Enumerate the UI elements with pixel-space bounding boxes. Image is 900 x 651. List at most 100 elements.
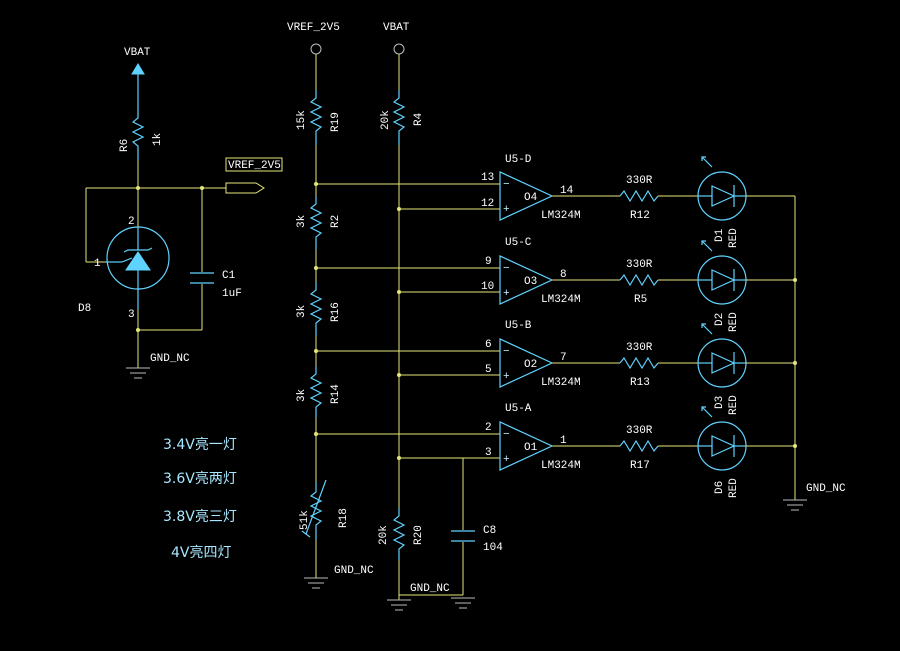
vref-port xyxy=(225,157,283,194)
note-one-light: 3.4V亮一灯 xyxy=(163,436,237,453)
u5a-name: U5-A xyxy=(505,403,532,415)
r13-name: R13 xyxy=(630,377,650,389)
vbat-top-label: VBAT xyxy=(383,22,410,34)
ground-symbol-left xyxy=(126,367,150,379)
c1-value: 1uF xyxy=(222,288,242,300)
capacitor-c1 xyxy=(190,272,214,284)
r6-name: R6 xyxy=(119,139,131,152)
d6-color: RED xyxy=(728,478,740,498)
d6-name: D6 xyxy=(714,481,726,494)
r18-name: R18 xyxy=(338,508,350,528)
r17-value: 330R xyxy=(626,425,653,437)
u5b-pin-pos: 5 xyxy=(485,364,492,376)
resistor-r4 xyxy=(392,90,406,145)
d1-color: RED xyxy=(728,228,740,248)
u5d-minus-sign: − xyxy=(503,179,510,191)
r20-name: R20 xyxy=(413,525,425,545)
u5a-pin-pos: 3 xyxy=(485,447,492,459)
trimmer-r18 xyxy=(301,479,327,540)
opamp-stage-u5a xyxy=(314,406,795,471)
note-three-lights: 3.8V亮三灯 xyxy=(163,508,237,525)
resistor-r16 xyxy=(309,282,323,336)
reference-ic-d8 xyxy=(106,226,170,310)
r5-value: 330R xyxy=(626,259,653,271)
gnd-label-r18: GND_NC xyxy=(334,565,374,577)
u5c-minus-sign: − xyxy=(503,263,510,275)
u5c-part: LM324M xyxy=(541,294,581,306)
note-four-lights: 4V亮四灯 xyxy=(171,544,231,561)
r2-value: 3k xyxy=(296,214,308,228)
ground-symbol-r20 xyxy=(387,599,411,611)
opamp-stage-u5c xyxy=(314,240,795,305)
note-two-lights: 3.6V亮两灯 xyxy=(163,470,237,487)
resistor-r14 xyxy=(309,366,323,418)
u5d-pin-neg: 13 xyxy=(481,172,494,184)
u5d-plus-sign: + xyxy=(503,204,510,216)
u5a-minus-sign: − xyxy=(503,429,510,441)
r13-value: 330R xyxy=(626,342,653,354)
ground-symbol-c8 xyxy=(451,597,475,609)
vbat-terminal xyxy=(393,43,405,55)
u5c-pin-out: 8 xyxy=(560,269,567,281)
u5d-pin-out: 14 xyxy=(560,185,574,197)
d1-name: D1 xyxy=(714,228,726,242)
gnd-label-left: GND_NC xyxy=(150,353,190,365)
d8-pin3: 3 xyxy=(128,309,135,321)
u5b-minus-sign: − xyxy=(503,346,510,358)
u5b-plus-sign: + xyxy=(503,371,510,383)
d3-color: RED xyxy=(728,395,740,415)
capacitor-c8 xyxy=(451,530,475,542)
r4-name: R4 xyxy=(413,112,425,126)
d2-color: RED xyxy=(728,312,740,332)
u5d-name: U5-D xyxy=(505,154,532,166)
u5b-pin-neg: 6 xyxy=(485,339,492,351)
ground-symbol-r18 xyxy=(304,577,328,589)
c8-name: C8 xyxy=(483,525,496,537)
c8-value: 104 xyxy=(483,542,503,554)
r19-value: 15k xyxy=(296,110,308,130)
r17-name: R17 xyxy=(630,460,650,472)
resistor-r19 xyxy=(309,90,323,145)
r20-value: 20k xyxy=(378,525,390,545)
d3-name: D3 xyxy=(714,396,726,409)
r12-value: 330R xyxy=(626,175,653,187)
r6-value: 1k xyxy=(152,132,164,146)
c1-name: C1 xyxy=(222,270,236,282)
u5b-name: U5-B xyxy=(505,320,532,332)
resistor-r2 xyxy=(309,196,323,250)
d8-name: D8 xyxy=(78,303,91,315)
d8-pin2: 2 xyxy=(128,216,135,228)
r14-value: 3k xyxy=(296,388,308,402)
r5-name: R5 xyxy=(634,294,647,306)
u5a-plus-sign: + xyxy=(503,454,510,466)
u5c-out-label: O3 xyxy=(524,276,537,288)
r19-name: R19 xyxy=(330,112,342,132)
vbat-power-symbol xyxy=(131,63,145,104)
r16-value: 3k xyxy=(296,304,308,318)
gnd-label-right: GND_NC xyxy=(806,483,846,495)
u5a-pin-neg: 2 xyxy=(485,422,492,434)
resistor-r20 xyxy=(392,508,406,560)
opamp-stage-u5d xyxy=(314,156,795,221)
u5b-out-label: O2 xyxy=(524,359,537,371)
vref-top-label: VREF_2V5 xyxy=(287,22,340,34)
resistor-r6 xyxy=(131,104,145,160)
vref-terminal xyxy=(310,43,322,55)
u5c-name: U5-C xyxy=(505,237,532,249)
u5d-pin-pos: 12 xyxy=(481,198,494,210)
u5c-plus-sign: + xyxy=(503,288,510,300)
d2-name: D2 xyxy=(714,313,726,326)
ground-symbol-right xyxy=(783,499,807,511)
r16-name: R16 xyxy=(330,302,342,322)
r12-name: R12 xyxy=(630,210,650,222)
u5a-out-label: O1 xyxy=(524,442,538,454)
u5d-part: LM324M xyxy=(541,210,581,222)
r18-value: 51k xyxy=(299,510,311,530)
u5c-pin-neg: 9 xyxy=(485,256,492,268)
u5b-part: LM324M xyxy=(541,377,581,389)
u5a-pin-out: 1 xyxy=(560,435,567,447)
u5b-pin-out: 7 xyxy=(560,352,567,364)
u5c-pin-pos: 10 xyxy=(481,281,494,293)
